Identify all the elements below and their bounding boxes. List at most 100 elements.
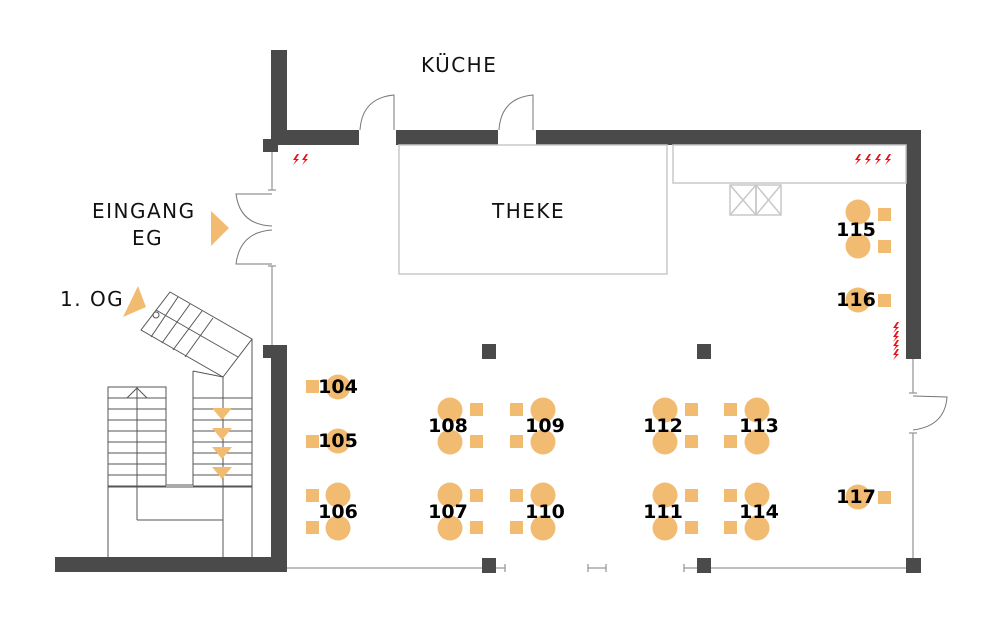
power-outlet-icon	[893, 322, 899, 333]
table-top	[744, 482, 770, 508]
down-arrow-icon	[212, 467, 232, 479]
table-114[interactable]: 114	[724, 482, 779, 541]
chair	[685, 521, 698, 534]
chair	[878, 294, 891, 307]
table-117[interactable]: 117	[836, 484, 891, 510]
chair	[685, 489, 698, 502]
table-top	[744, 515, 770, 541]
counter-label: THEKE	[491, 199, 565, 223]
chair	[510, 521, 523, 534]
chair	[724, 435, 737, 448]
power-outlet-icon	[893, 349, 899, 360]
table-top	[325, 515, 351, 541]
table-106[interactable]: 106	[306, 482, 358, 541]
table-number: 116	[836, 289, 876, 311]
table-113[interactable]: 113	[724, 397, 779, 455]
power-outlet-icon	[865, 154, 871, 165]
table-105[interactable]: 105	[306, 428, 358, 454]
table-110[interactable]: 110	[510, 482, 565, 541]
table-112[interactable]: 112	[643, 397, 698, 455]
entrance-door-bottom	[235, 229, 273, 265]
power-outlet-icon	[302, 154, 308, 165]
table-top	[845, 484, 871, 510]
chair	[470, 403, 483, 416]
table-top	[652, 482, 678, 508]
table-top	[652, 429, 678, 455]
tables: 104 105 106 107 108 109 110 111 112 113 114 115 116 1…	[306, 199, 891, 541]
stair-down-arrows	[212, 408, 232, 479]
table-top	[652, 397, 678, 423]
table-number: 110	[525, 501, 565, 523]
table-111[interactable]: 111	[643, 482, 698, 541]
table-top	[652, 515, 678, 541]
chair	[510, 403, 523, 416]
table-top	[845, 233, 871, 259]
power-outlet-icon	[293, 154, 299, 165]
chair	[878, 208, 891, 221]
chair	[306, 489, 319, 502]
table-top	[437, 397, 463, 423]
table-115[interactable]: 115	[836, 199, 891, 259]
table-number: 114	[739, 501, 779, 523]
chair	[510, 489, 523, 502]
chair	[685, 435, 698, 448]
table-number: 112	[643, 415, 683, 437]
power-outlet-icon	[893, 331, 899, 342]
chair	[724, 521, 737, 534]
counter-area	[398, 144, 668, 275]
power-outlets	[293, 154, 899, 360]
table-116[interactable]: 116	[836, 287, 891, 313]
wall-left-top	[271, 50, 287, 145]
entrance-door-top	[235, 193, 273, 227]
table-top	[530, 482, 556, 508]
wall-bottom	[55, 557, 287, 572]
power-outlet-icon	[893, 340, 899, 351]
staircase	[107, 291, 253, 557]
power-outlet-icon	[855, 154, 861, 165]
chair	[470, 521, 483, 534]
kitchen-door-right	[498, 94, 534, 131]
chair	[470, 435, 483, 448]
table-number: 109	[525, 415, 565, 437]
table-top	[325, 482, 351, 508]
chair	[510, 435, 523, 448]
wall-top-2	[396, 130, 498, 145]
doors	[235, 94, 948, 431]
entrance-label: EINGANG	[92, 199, 196, 223]
table-107[interactable]: 107	[428, 482, 483, 541]
column	[906, 558, 921, 573]
table-number: 107	[428, 501, 468, 523]
kitchen-door-left	[359, 94, 395, 131]
wall-right	[906, 130, 921, 359]
table-number: 106	[318, 501, 358, 523]
table-top	[325, 428, 351, 454]
down-arrow-icon	[212, 408, 232, 420]
wall-top-3	[536, 130, 921, 145]
down-arrow-icon	[212, 447, 232, 459]
table-top	[530, 515, 556, 541]
down-arrow-icon	[212, 428, 232, 440]
chair	[306, 435, 319, 448]
wall-left-notch	[263, 345, 278, 358]
chair	[724, 403, 737, 416]
kitchen-label: KÜCHE	[421, 53, 497, 77]
table-number: 108	[428, 415, 468, 437]
table-top	[744, 397, 770, 423]
entrance-floor-label: EG	[132, 226, 163, 250]
entrance-arrow-icon	[211, 211, 229, 246]
table-top	[744, 429, 770, 455]
table-number: 104	[318, 376, 358, 398]
table-108[interactable]: 108	[428, 397, 483, 455]
chair	[685, 403, 698, 416]
table-top	[530, 397, 556, 423]
walls	[55, 50, 921, 573]
table-top	[437, 429, 463, 455]
table-top	[325, 374, 351, 400]
table-109[interactable]: 109	[510, 397, 565, 455]
side-door	[912, 395, 948, 431]
table-104[interactable]: 104	[306, 374, 358, 400]
column	[482, 558, 496, 573]
table-top	[437, 482, 463, 508]
upper-floor-label: 1. OG	[60, 287, 124, 311]
